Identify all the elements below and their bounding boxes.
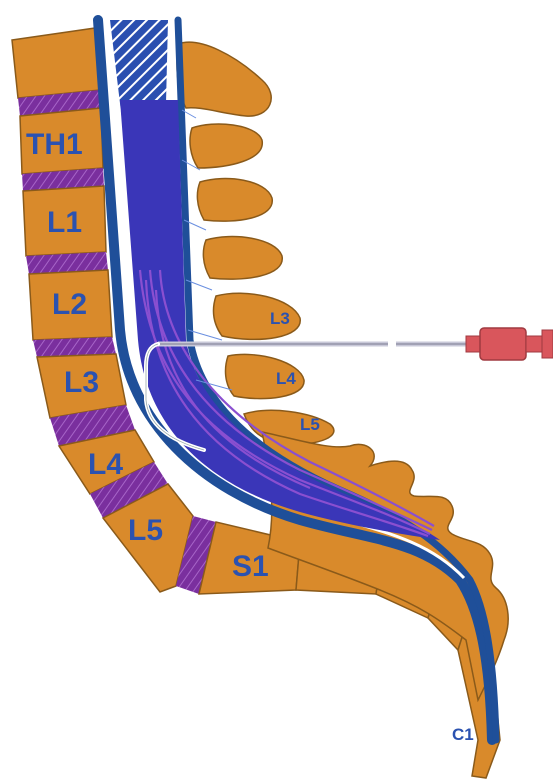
label-spinous-l3: L3 [270,309,290,328]
label-spinous-l4: L4 [276,369,296,388]
label-s1: S1 [232,550,269,583]
spinous-process-2 [190,124,262,168]
spinous-process-4 [203,237,282,280]
label-l2: L2 [52,288,87,321]
label-th1: TH1 [26,128,83,161]
syringe-barrel [480,328,526,360]
posterior-elements [177,42,508,700]
label-coccyx: C1 [452,725,474,744]
label-l1: L1 [47,206,82,239]
label-l4: L4 [88,448,123,481]
spinal-needle-icon [158,328,553,360]
vertebral-body-top [12,28,100,98]
label-l3: L3 [64,366,99,399]
needle-hub [466,336,480,352]
syringe-plunger [526,336,542,352]
label-l5: L5 [128,514,163,547]
spinous-process-upper [177,42,271,116]
spinous-process-3 [197,179,272,222]
syringe-flange [542,330,553,358]
label-spinous-l5: L5 [300,415,320,434]
